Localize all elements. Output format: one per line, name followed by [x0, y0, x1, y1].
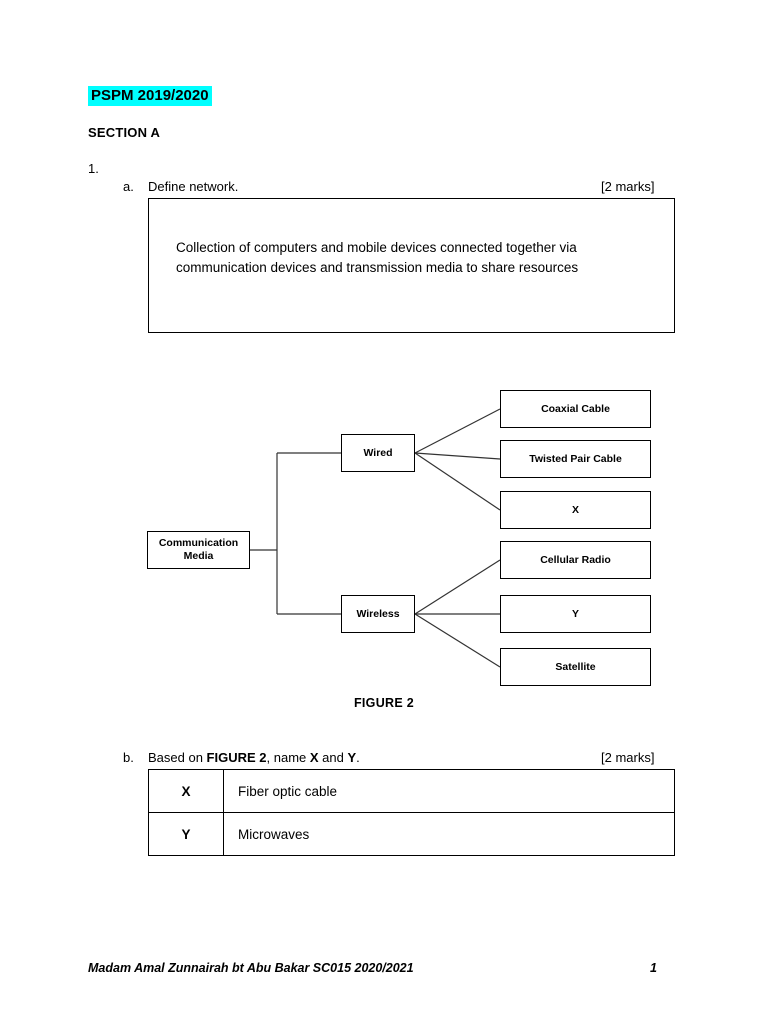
section-heading: SECTION A: [88, 125, 161, 140]
part-b-prompt-end: .: [356, 750, 360, 765]
figure-node-cellular-radio: Cellular Radio: [500, 541, 651, 579]
part-a-answer-text: Collection of computers and mobile devic…: [176, 240, 579, 275]
figure-node-coaxial-cable: Coaxial Cable: [500, 390, 651, 428]
part-b-prompt-before: Based on: [148, 750, 207, 765]
question-number: 1.: [88, 161, 99, 176]
figure-node-wireless: Wireless: [341, 595, 415, 633]
table-cell-value-y: Microwaves: [223, 812, 675, 856]
figure-node-x: X: [500, 491, 651, 529]
table-row: X Fiber optic cable: [148, 769, 675, 813]
part-b-prompt-y: Y: [347, 750, 357, 765]
document-title: PSPM 2019/2020: [88, 86, 212, 106]
figure-node-y: Y: [500, 595, 651, 633]
part-b-marks: [2 marks]: [601, 750, 655, 765]
part-a-marks: [2 marks]: [601, 179, 655, 194]
part-b-answer-table: X Fiber optic cable Y Microwaves: [148, 769, 675, 856]
figure-node-satellite: Satellite: [500, 648, 651, 686]
table-cell-key-x: X: [148, 769, 224, 813]
table-cell-value-x: Fiber optic cable: [223, 769, 675, 813]
part-a-answer-box: Collection of computers and mobile devic…: [148, 198, 675, 333]
figure-node-root-line1: Communication: [158, 537, 239, 549]
part-b-prompt-middle: , name: [266, 750, 310, 765]
table-row: Y Microwaves: [148, 812, 675, 856]
figure-caption: FIGURE 2: [353, 696, 415, 710]
figure-node-wired: Wired: [341, 434, 415, 472]
part-a-prompt: Define network.: [148, 179, 239, 194]
figure-node-communication-media: Communication Media: [147, 531, 250, 569]
footer-page-number: 1: [650, 961, 657, 975]
part-b-letter: b.: [123, 750, 134, 765]
part-a-letter: a.: [123, 179, 134, 194]
table-cell-key-y: Y: [148, 812, 224, 856]
footer-author: Madam Amal Zunnairah bt Abu Bakar SC015 …: [88, 961, 414, 975]
part-b-prompt-x: X: [309, 750, 319, 765]
part-b-prompt: Based on FIGURE 2, name X and Y.: [148, 750, 360, 765]
figure-node-twisted-pair-cable: Twisted Pair Cable: [500, 440, 651, 478]
part-b-prompt-and: and: [318, 750, 348, 765]
part-b-prompt-figure-ref: FIGURE 2: [206, 750, 267, 765]
figure-node-root-line2: Media: [183, 550, 214, 562]
